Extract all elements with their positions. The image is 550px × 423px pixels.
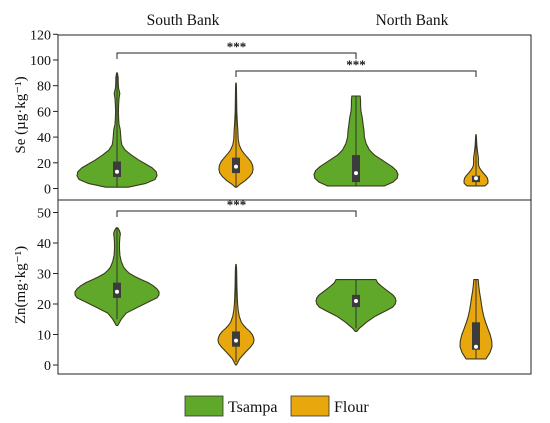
top-median-dot	[474, 176, 478, 181]
legend-swatch-tsampa	[184, 395, 224, 417]
top-y-tick-label: 20	[37, 157, 51, 172]
top-median-dot	[115, 169, 119, 174]
bottom-y-tick-label: 10	[37, 329, 51, 344]
legend-swatch-flour	[290, 395, 330, 417]
bottom-y-tick-label: 0	[44, 359, 51, 374]
legend-label-flour: Flour	[334, 399, 369, 416]
top-y-tick-label: 80	[37, 80, 51, 95]
top-significance-label: ***	[227, 39, 247, 54]
bottom-significance-bracket	[116, 210, 357, 217]
top-panel: Se (µg·kg⁻¹) 0 20 40 60 80 100 120 *** ***	[13, 28, 532, 201]
top-iqr-box	[113, 161, 121, 177]
legend: Tsampa Flour	[184, 395, 369, 417]
top-y-axis-label: Se (µg·kg⁻¹)	[13, 76, 29, 153]
bottom-y-axis-label: Zn(mg·kg⁻¹)	[13, 246, 29, 324]
bottom-y-tick-label: 30	[37, 268, 51, 283]
top-y-tick-label: 120	[30, 28, 51, 43]
bottom-y-tick-label: 20	[37, 298, 51, 313]
group-label-north-bank: North Bank	[376, 12, 449, 29]
top-y-tick-label: 40	[37, 131, 51, 146]
bottom-panel-frame	[57, 199, 532, 375]
bottom-median-dot	[234, 338, 238, 343]
bottom-median-dot	[354, 298, 358, 303]
top-median-dot	[234, 164, 238, 169]
top-significance-bracket	[116, 52, 357, 59]
group-label-south-bank: South Bank	[147, 12, 220, 29]
top-y-tick-label: 60	[37, 105, 51, 120]
top-y-tick-label: 100	[30, 54, 51, 69]
bottom-panel: Zn(mg·kg⁻¹) 0 10 20 30 40 50 ***	[13, 197, 532, 375]
bottom-significance-label: ***	[227, 197, 247, 212]
top-iqr-box	[352, 155, 360, 183]
top-significance-label: ***	[346, 57, 366, 72]
bottom-median-dot	[115, 289, 119, 294]
bottom-median-dot	[474, 344, 478, 349]
top-significance-bracket	[235, 70, 477, 77]
bottom-y-tick-label: 40	[37, 237, 51, 252]
legend-label-tsampa: Tsampa	[228, 399, 278, 416]
bottom-y-tick-label: 50	[37, 207, 51, 222]
top-median-dot	[354, 171, 358, 176]
bottom-iqr-box	[472, 322, 480, 350]
top-y-tick-label: 0	[44, 183, 51, 198]
